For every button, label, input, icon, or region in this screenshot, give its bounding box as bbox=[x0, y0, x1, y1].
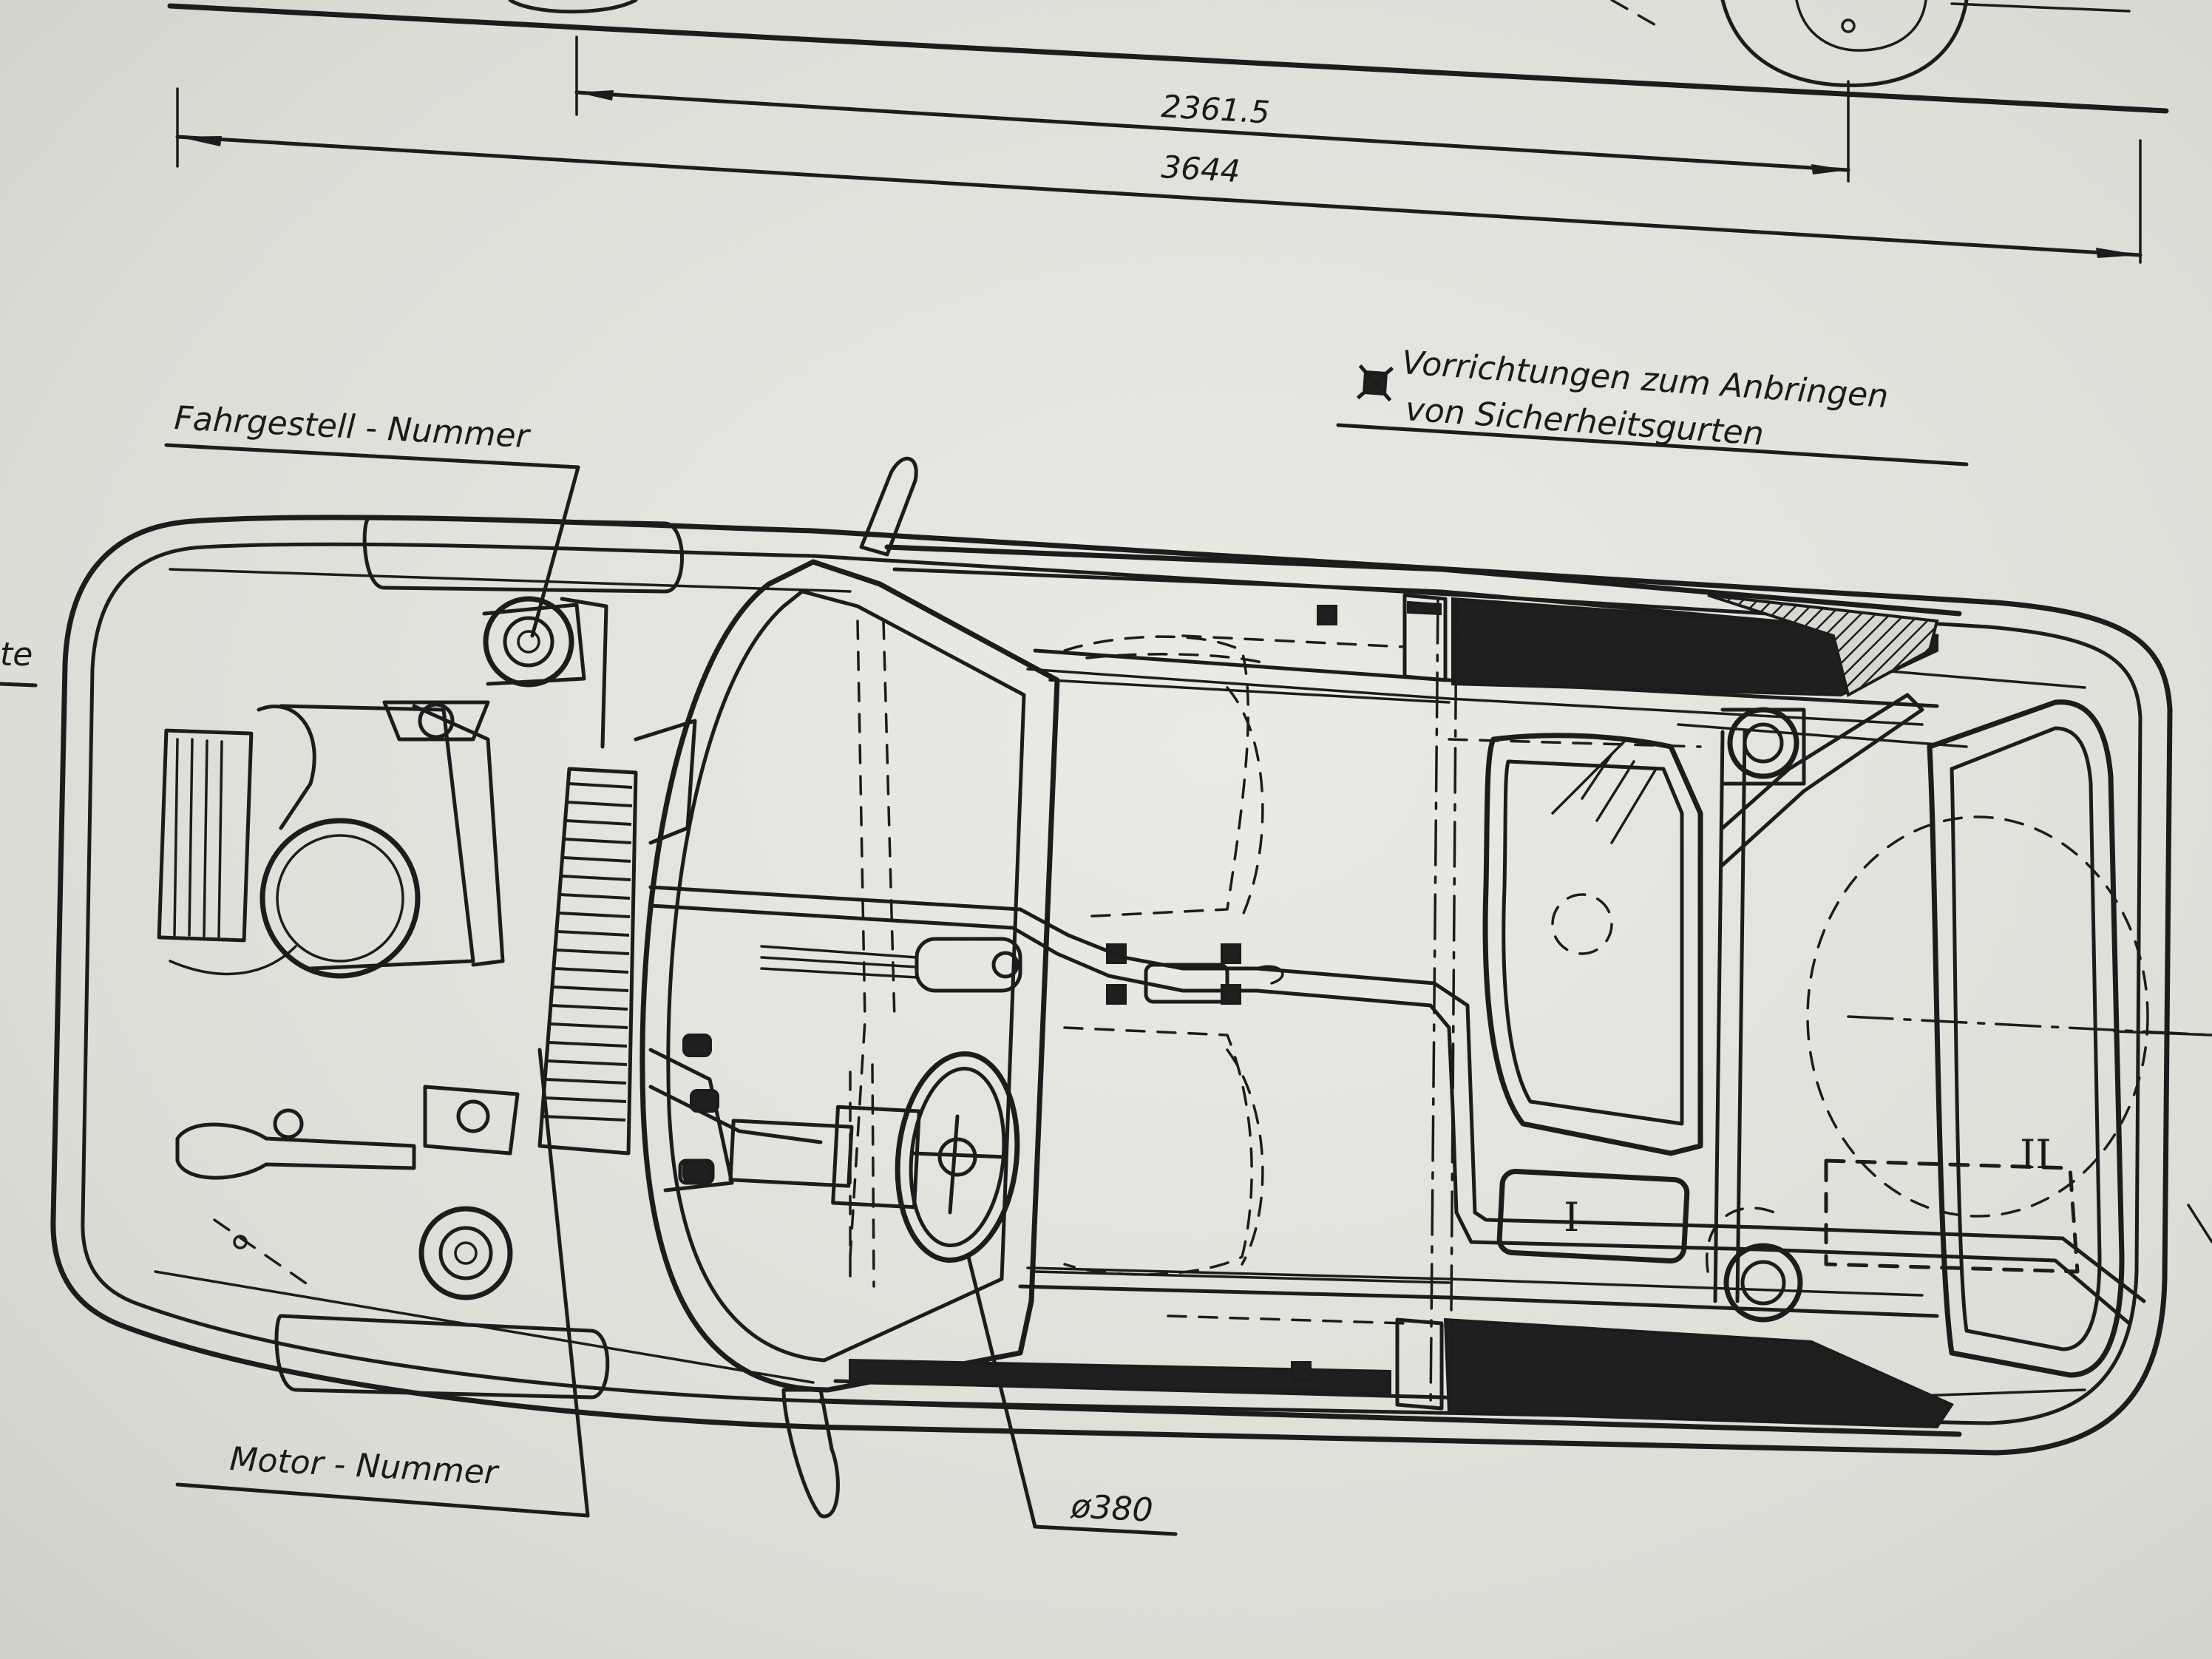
catalytic-section bbox=[1144, 963, 1229, 1004]
dimension-wheelbase: 2361.5 bbox=[574, 35, 1850, 183]
floor-panel-rear-right bbox=[1443, 1317, 1954, 1429]
rear-window-frame bbox=[1927, 699, 2212, 1378]
gearbox-linkage bbox=[175, 1122, 416, 1180]
rear-seat-outline bbox=[849, 620, 1273, 1258]
wheelbase-dimension-label: 2361.5 bbox=[1160, 88, 1271, 131]
seat-belt-anchor-icon bbox=[1317, 605, 1337, 625]
seat-belt-anchor-icon bbox=[1291, 1361, 1312, 1382]
rear-axle bbox=[1677, 693, 1968, 1303]
front-wheel-right bbox=[418, 1085, 520, 1300]
overall-length-dimension-label: 3644 bbox=[1160, 149, 1241, 189]
front-bumper bbox=[274, 515, 684, 1400]
seat-belt-anchor-icon bbox=[1106, 984, 1127, 1005]
front-seat-right bbox=[1063, 1026, 1264, 1276]
steering-rack bbox=[537, 719, 734, 1192]
side-mirror-left-icon bbox=[859, 456, 918, 557]
side-mirror-right-icon bbox=[781, 1388, 840, 1519]
exhaust-system bbox=[648, 885, 1762, 1252]
muffler-front-label: I bbox=[1564, 1194, 1579, 1241]
seat-belt-anchor-icon bbox=[1221, 943, 1241, 964]
clutch-housing bbox=[259, 818, 421, 979]
seat-belt-anchor-symbol-icon bbox=[1356, 364, 1394, 402]
fuel-tank bbox=[1482, 733, 1703, 1156]
muffler-rear: II bbox=[1757, 1131, 2146, 1326]
seat-belt-anchor-points bbox=[1106, 605, 1337, 1382]
seat-belt-legend: Vorrichtungen zum Anbringen von Sicherhe… bbox=[1336, 344, 1969, 467]
rear-wheel-right bbox=[1706, 1207, 1803, 1323]
spare-wheel-well bbox=[1806, 815, 2212, 1218]
side-view-remnant bbox=[167, 0, 2169, 114]
callout-engine-number: Motor - Nummer bbox=[175, 1048, 590, 1518]
b-pillar-line bbox=[1429, 597, 1458, 1412]
floor-panel-front-right bbox=[849, 1317, 1444, 1411]
front-wheel-left bbox=[482, 596, 608, 749]
dimension-overall-length: 3644 bbox=[175, 87, 2143, 264]
pedals bbox=[678, 1034, 719, 1185]
engine-compartment bbox=[157, 700, 505, 1288]
steering-column bbox=[648, 1063, 921, 1288]
callout-steering-wheel: ø380 bbox=[966, 1255, 1178, 1536]
steering-wheel-diameter-label: ø380 bbox=[1069, 1487, 1153, 1530]
body-outline bbox=[50, 515, 2173, 1456]
muffler-rear-label: II bbox=[2020, 1131, 2052, 1178]
radiator bbox=[157, 728, 254, 943]
floor-panel-front-left bbox=[1402, 593, 1448, 682]
gear-lever-assembly bbox=[760, 937, 1022, 993]
muffler-front: I bbox=[1496, 1168, 1690, 1264]
cross-members bbox=[1034, 634, 1702, 1325]
engine-number-label: Motor - Nummer bbox=[228, 1440, 501, 1492]
rear-wheel-left bbox=[1720, 707, 1806, 786]
floor-panel-rear-left bbox=[1451, 594, 1939, 697]
steering-wheel-icon bbox=[895, 1051, 1020, 1263]
left-edge-fragment: te bbox=[0, 636, 38, 688]
left-edge-fragment-label: te bbox=[0, 636, 33, 674]
